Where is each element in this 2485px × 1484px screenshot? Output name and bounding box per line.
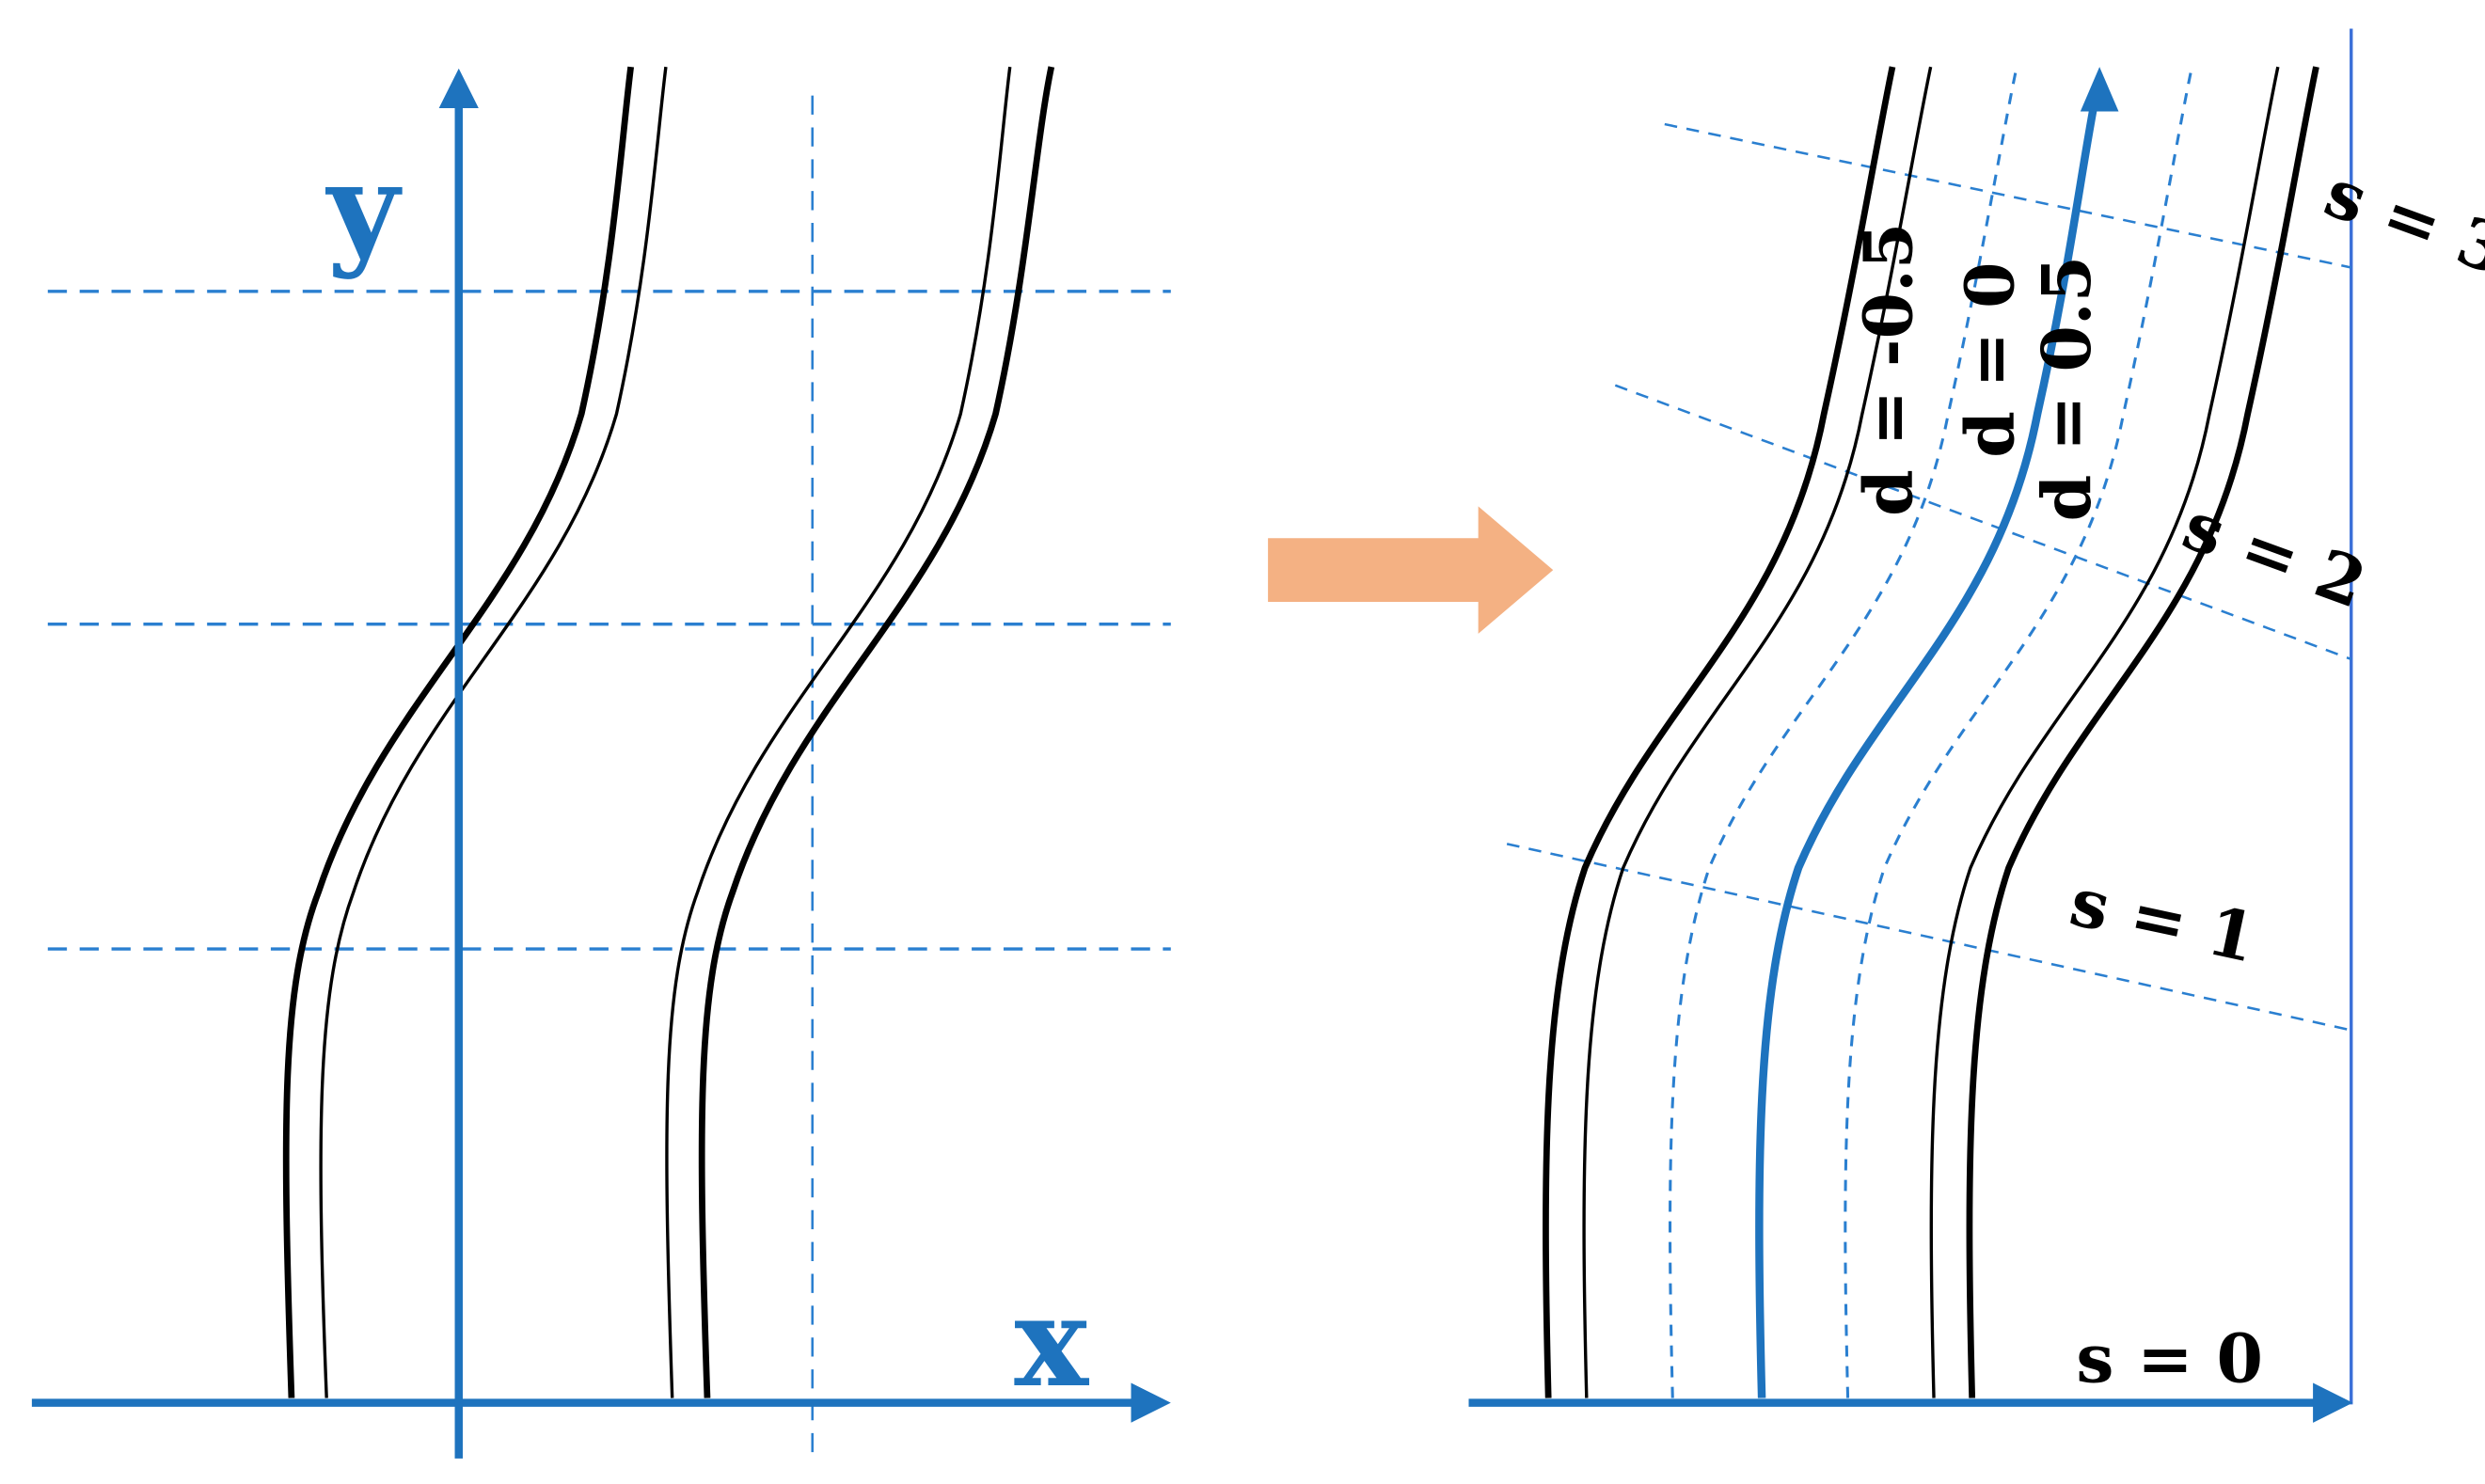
d-label-neg: d = -0.5 bbox=[1848, 223, 1927, 516]
x-axis-label: x bbox=[1014, 1270, 1089, 1415]
road-edge-thick bbox=[698, 66, 1055, 1398]
road-edge-thin bbox=[1582, 66, 1933, 1398]
road-left-1 bbox=[282, 66, 668, 1398]
d-line-pos bbox=[1844, 66, 2193, 1398]
road-right-right-edge bbox=[1929, 66, 2319, 1398]
left-panel: y x bbox=[31, 66, 1171, 1459]
d-offset-lines bbox=[1669, 66, 2193, 1398]
s-label-1: s = 1 bbox=[2064, 861, 2263, 977]
s-label-0: s = 0 bbox=[2076, 1319, 2263, 1398]
d-label-pos: d = 0.5 bbox=[2027, 256, 2106, 521]
road-edge-thick bbox=[1966, 66, 2319, 1398]
s-label-3: s = 3 bbox=[2316, 152, 2485, 291]
road-left-2 bbox=[665, 66, 1055, 1398]
d-line-neg bbox=[1669, 66, 2018, 1398]
road-edge-thick bbox=[282, 66, 635, 1398]
s-line-3 bbox=[1664, 122, 2351, 269]
d-label-zero: d = 0 bbox=[1951, 262, 2030, 458]
road-edge-thin bbox=[319, 66, 668, 1398]
road-edge-thin bbox=[665, 66, 1012, 1398]
transform-arrow bbox=[1268, 506, 1554, 634]
right-panel: s = 0 s = 1 s = 2 s = 3 d = -0.5 d = 0 d… bbox=[1468, 28, 2485, 1423]
road-edge-thick bbox=[1543, 66, 1896, 1398]
s-line-2 bbox=[1614, 384, 2352, 661]
s-line-1 bbox=[1506, 843, 2352, 1032]
road-edge-thin bbox=[1929, 66, 2280, 1398]
y-axis-label: y bbox=[325, 136, 403, 282]
reference-line bbox=[1755, 91, 2100, 1398]
road-right-left-edge bbox=[1543, 66, 1933, 1398]
s-label-2: s = 2 bbox=[2174, 485, 2376, 624]
reference-line-arrowhead bbox=[2080, 67, 2119, 112]
s-lines bbox=[1506, 122, 2352, 1032]
